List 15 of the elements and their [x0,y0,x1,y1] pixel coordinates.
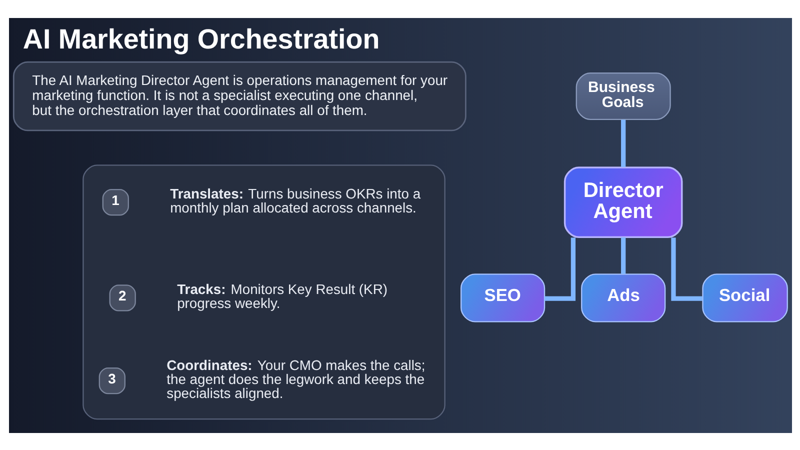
node-box: Ads [580,273,666,322]
node-box: Director Agent [563,166,682,238]
connector [670,237,702,300]
connector [544,237,576,300]
cluster [82,164,445,420]
diagram-title: AI Marketing Orchestration [22,22,380,54]
node-label: Tracks: Monitors Key Result (KR) progress weekly. [176,280,387,310]
connector [620,119,626,167]
node-box: The AI Marketing Director Agent is operations management for your marketing function. It is not a specialist executing one channel, but the orchestration layer that coordinates all of them. [12,60,466,131]
node-box: Business Goals [575,72,670,120]
node-box: SEO [460,273,545,322]
node-label: Translates: Turns business OKRs into a monthly plan allocated across channels. [170,184,420,215]
node-box: Social [702,273,788,322]
node-label: Coordinates: Your CMO makes the calls; the agent does the legwork and keeps the specialists aligned. [166,356,425,400]
connector [620,236,626,274]
